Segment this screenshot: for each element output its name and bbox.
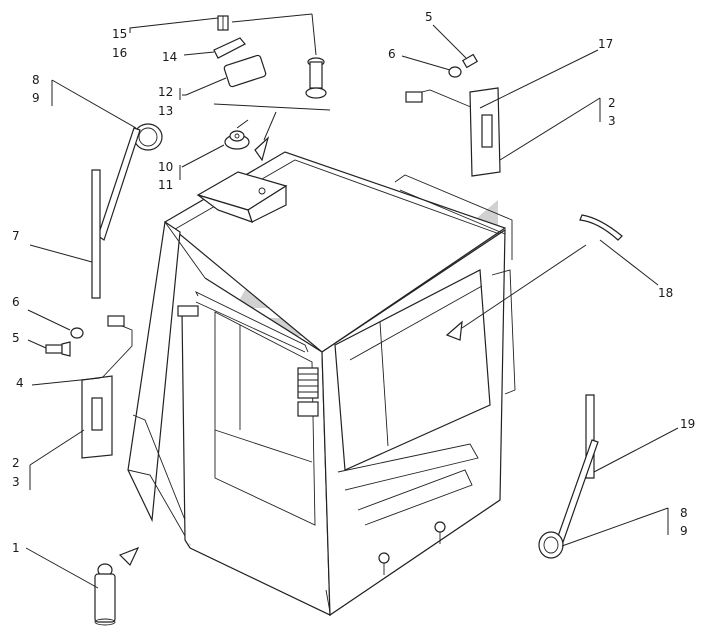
part-1-cylinder: [94, 563, 116, 626]
part-2-3-mirror-left: [81, 375, 113, 459]
callout-9-left: 9: [32, 91, 40, 105]
callout-5-right: 5: [425, 10, 433, 24]
callout-5-left: 5: [12, 331, 20, 345]
part-2-3-mirror-right: [469, 87, 501, 177]
part-15-16-clip: [217, 15, 229, 31]
part-6-washer-right: [448, 66, 462, 78]
callout-14: 14: [162, 50, 177, 64]
callout-6-left: 6: [12, 295, 20, 309]
part-6-washer-left: [70, 327, 84, 339]
callout-3-left: 3: [12, 475, 20, 489]
part-5-bolt-left: [45, 341, 71, 357]
left-pillar: [127, 220, 181, 523]
direction-arrows: [118, 136, 463, 567]
callout-9-right: 9: [680, 524, 688, 538]
callout-16: 16: [112, 46, 127, 60]
callout-6-right: 6: [388, 47, 396, 61]
part-14-seal: [213, 37, 246, 59]
callout-2-left: 2: [12, 456, 20, 470]
part-19-mirror-bracket-right: [555, 394, 599, 546]
part-10-11-roof-lamp: [224, 130, 250, 150]
callout-10: 10: [158, 160, 173, 174]
part-12-13-lens: [223, 54, 267, 88]
part-4-mirror-arm: [99, 321, 133, 381]
callout-1: 1: [12, 541, 20, 555]
cab-body: [127, 151, 516, 617]
door-window: [334, 269, 491, 471]
callout-19: 19: [680, 417, 695, 431]
bolt-top: [305, 57, 327, 99]
callout-15: 15: [112, 27, 127, 41]
side-grill: [297, 367, 319, 399]
part-8-9-left-mirror: [97, 123, 163, 241]
callout-labels: 15 16 14 12 13 10 11 8 9 7 6 5 4 2 3 1 5…: [12, 10, 695, 555]
callout-3-right: 3: [608, 114, 616, 128]
callout-12: 12: [158, 85, 173, 99]
callout-7: 7: [12, 229, 20, 243]
part-7-mirror-bracket: [91, 169, 101, 299]
callout-8-left: 8: [32, 73, 40, 87]
callout-17: 17: [598, 37, 613, 51]
part-18-strap: [579, 214, 623, 241]
callout-11: 11: [158, 178, 173, 192]
callout-2-right: 2: [608, 96, 616, 110]
callout-8-right: 8: [680, 506, 688, 520]
leader-lines: [25, 13, 679, 589]
callout-13: 13: [158, 104, 173, 118]
part-5-bolt-right: [461, 53, 479, 69]
callout-18: 18: [658, 286, 673, 300]
callout-4: 4: [16, 376, 24, 390]
left-grab-handle: [181, 311, 191, 549]
part-8-9-right-mirror: [538, 531, 564, 559]
